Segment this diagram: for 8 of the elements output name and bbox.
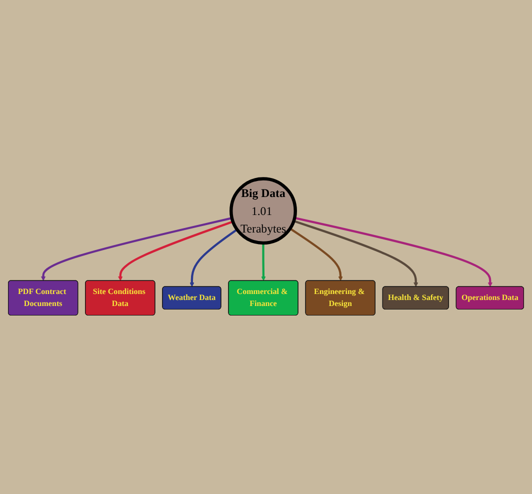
arrow bbox=[289, 228, 343, 281]
arrow bbox=[118, 220, 234, 281]
arrow bbox=[294, 216, 492, 287]
arrow bbox=[293, 220, 418, 287]
arrow bbox=[261, 242, 266, 281]
node-circle: Big Data 1.01 Terabytes bbox=[230, 177, 297, 245]
arrow bbox=[40, 217, 232, 281]
arrow bbox=[190, 228, 238, 287]
